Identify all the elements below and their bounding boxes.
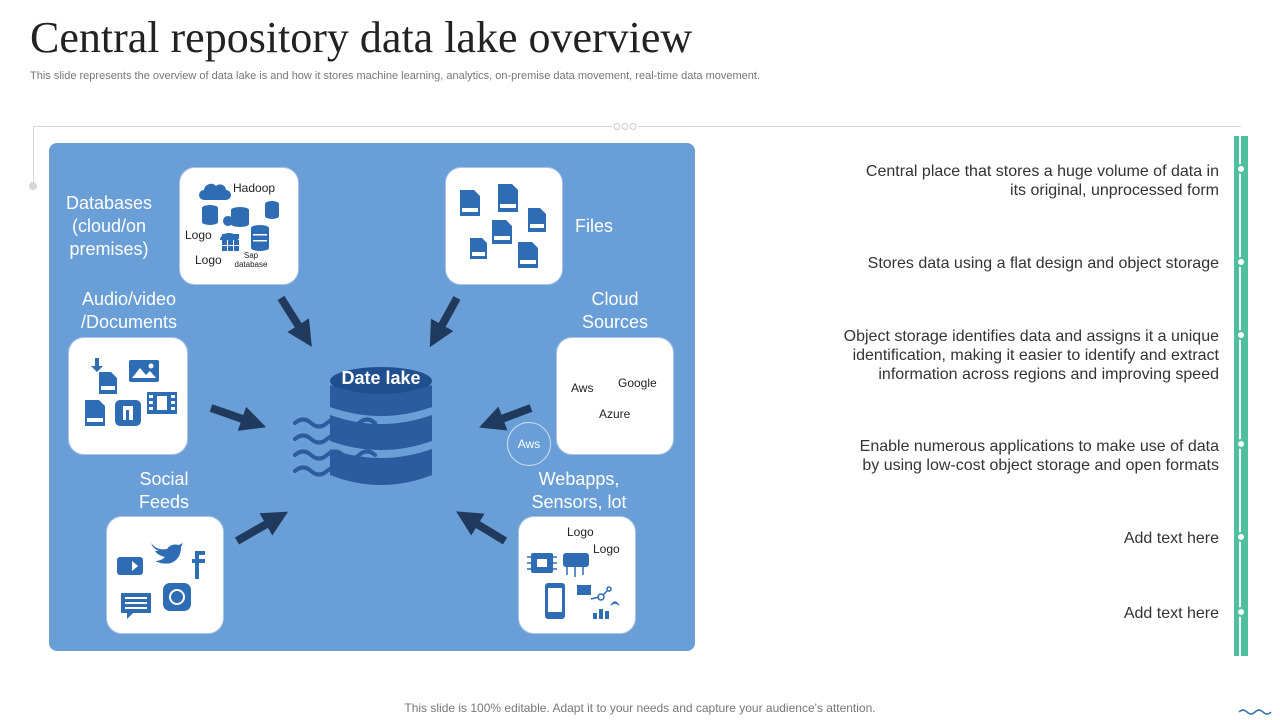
arrow-cloud — [479, 404, 533, 431]
monitor-icon — [577, 585, 591, 595]
data-lake-diagram-panel: Date lake Databases (cloud/on premises) … — [49, 143, 695, 651]
social-feeds-card — [106, 516, 224, 634]
description-5: Add text here — [819, 529, 1219, 548]
description-line: Enable numerous applications to make use… — [859, 438, 1219, 455]
files-label: Files — [574, 216, 613, 236]
media-document-icons — [85, 358, 177, 426]
social-label-line: Social — [139, 469, 189, 489]
arrow-databases — [277, 295, 312, 347]
databases-label-line: Databases — [65, 193, 153, 213]
file-icon — [518, 242, 538, 268]
cloud-sources-card: Aws Google Azure — [556, 337, 674, 455]
timeline-dot — [1236, 330, 1246, 340]
databases-label: Databases (cloud/on premises) — [59, 192, 159, 261]
databases-label-line: premises) — [69, 239, 149, 259]
webapps-label-line: Webapps, — [538, 469, 620, 489]
audio-video-card — [68, 337, 188, 455]
logo-text: Logo — [195, 253, 222, 267]
file-icon — [460, 190, 480, 216]
databases-label-line: (cloud/on — [71, 216, 147, 236]
footer-note: This slide is 100% editable. Adapt it to… — [404, 701, 876, 715]
video-play-icon — [117, 557, 143, 575]
arrow-social — [235, 511, 289, 545]
sap-text-line: Sap — [243, 251, 259, 260]
description-2: Stores data using a flat design and obje… — [819, 254, 1219, 273]
music-icon — [115, 400, 141, 426]
arrow-files — [429, 296, 461, 348]
timeline-dot — [1236, 607, 1246, 617]
arrow-audio — [209, 404, 267, 431]
webapps-card: Logo Logo — [518, 516, 636, 634]
instagram-icon — [163, 583, 191, 611]
description-1: Central place that stores a huge volume … — [819, 162, 1219, 200]
frame-dot — [29, 182, 37, 190]
logo-text: Logo — [593, 542, 620, 556]
file-icon — [528, 208, 546, 232]
timeline-dot — [1236, 532, 1246, 542]
social-label-line: Feeds — [138, 492, 190, 512]
databases-card: Hadoop Logo Logo Sap database — [179, 167, 299, 285]
flow-arrows — [209, 295, 533, 545]
description-line: identification, making it easier to iden… — [852, 347, 1219, 364]
arrow-webapps — [456, 511, 508, 545]
aws-text: Aws — [571, 381, 594, 395]
description-line: its original, unprocessed form — [1010, 182, 1219, 199]
router-icon — [563, 553, 589, 567]
database-icons — [199, 183, 279, 251]
doc-file-icon — [85, 400, 105, 426]
file-icon — [492, 220, 512, 244]
timeline-dot — [1236, 257, 1246, 267]
azure-text: Azure — [599, 407, 631, 421]
description-line: by using low-cost object storage and ope… — [862, 457, 1219, 474]
bar-chart-icon — [593, 613, 597, 619]
audio-label-line: /Documents — [80, 312, 178, 332]
timeline-dot — [1236, 164, 1246, 174]
audio-video-label: Audio/video /Documents — [71, 288, 187, 334]
logo-text: Logo — [567, 525, 594, 539]
download-icon — [91, 358, 103, 372]
page-title: Central repository data lake overview — [30, 13, 693, 62]
pdf-file-icon — [99, 372, 117, 394]
description-line: information across regions and improving… — [878, 366, 1219, 383]
cloud-label-line: Cloud — [591, 289, 639, 309]
google-text: Google — [618, 376, 657, 390]
wave-decoration-icon — [1238, 709, 1272, 715]
cloud-sources-label: Cloud Sources — [574, 288, 656, 334]
webapps-label-line: Sensors, lot — [531, 492, 627, 512]
sap-database-text: Sap database — [228, 251, 274, 269]
description-line: Add text here — [1123, 530, 1219, 547]
data-lake-label: Date lake — [341, 368, 421, 388]
aws-badge: Aws — [507, 422, 551, 466]
timeline-dot — [1236, 439, 1246, 449]
description-6: Add text here — [819, 604, 1219, 623]
cloud-label-line: Sources — [581, 312, 649, 332]
file-type-icons — [460, 184, 546, 268]
page-subtitle: This slide represents the overview of da… — [30, 70, 761, 82]
description-line: Object storage identifies data and assig… — [843, 328, 1219, 345]
description-4: Enable numerous applications to make use… — [819, 437, 1219, 475]
description-line: Central place that stores a huge volume … — [865, 163, 1219, 180]
twitter-icon — [151, 543, 183, 564]
frame-ornament-icon — [612, 122, 638, 131]
chat-icon — [121, 593, 151, 619]
sap-text-line: database — [234, 260, 268, 269]
frame-line-left — [33, 126, 34, 186]
webapps-label: Webapps, Sensors, lot — [519, 468, 639, 514]
files-card — [445, 167, 563, 285]
audio-label-line: Audio/video — [81, 289, 177, 309]
facebook-icon — [192, 551, 205, 579]
hadoop-text: Hadoop — [233, 181, 276, 195]
social-media-icons — [117, 543, 205, 619]
social-feeds-label: Social Feeds — [117, 468, 211, 514]
timeline-bar — [1234, 136, 1248, 656]
device-sensor-icons — [527, 553, 620, 619]
description-line: Add text here — [1123, 605, 1219, 622]
logo-text: Logo — [185, 228, 212, 242]
data-lake-cylinder-icon — [293, 367, 432, 485]
image-icon — [129, 360, 159, 382]
description-line: Stores data using a flat design and obje… — [867, 255, 1219, 272]
description-3: Object storage identifies data and assig… — [819, 327, 1219, 384]
cloud-icon — [199, 183, 231, 200]
